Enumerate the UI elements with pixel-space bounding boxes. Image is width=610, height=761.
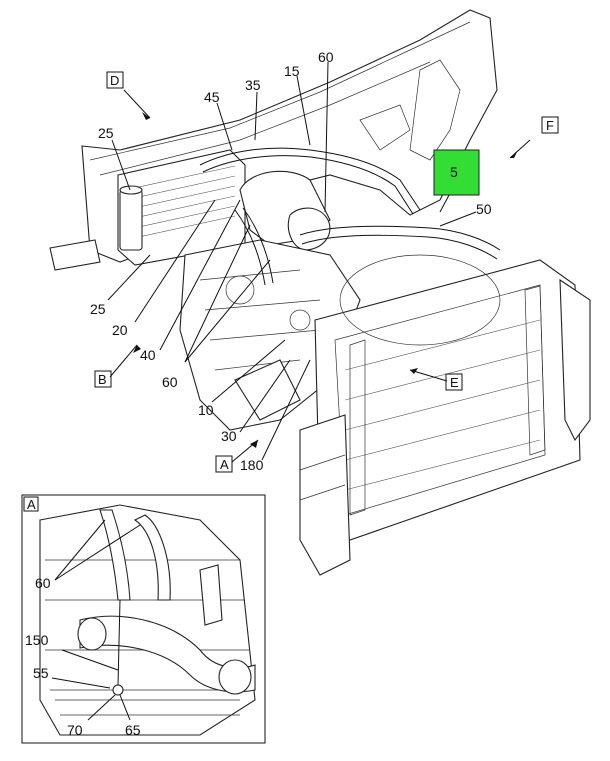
view-marker-f[interactable]: F bbox=[546, 118, 554, 133]
callout-40[interactable]: 40 bbox=[140, 347, 156, 363]
inset-title: A bbox=[27, 497, 36, 512]
callout-25-top[interactable]: 25 bbox=[98, 125, 114, 141]
callout-20[interactable]: 20 bbox=[112, 322, 128, 338]
callout-5[interactable]: 5 bbox=[450, 164, 458, 180]
inset-callout-150[interactable]: 150 bbox=[25, 632, 49, 648]
inset-callout-65[interactable]: 65 bbox=[125, 722, 141, 738]
view-marker-b[interactable]: B bbox=[98, 372, 107, 387]
callout-180[interactable]: 180 bbox=[240, 457, 264, 473]
view-markers: D F B E A bbox=[94, 71, 559, 473]
main-illustration bbox=[49, 9, 591, 576]
view-marker-a[interactable]: A bbox=[220, 457, 229, 472]
callouts: 5 50 60 15 35 45 25 25 20 40 60 10 30 18… bbox=[90, 49, 492, 473]
view-marker-d[interactable]: D bbox=[110, 73, 119, 88]
inset-callout-70[interactable]: 70 bbox=[67, 722, 83, 738]
view-marker-e[interactable]: E bbox=[450, 375, 459, 390]
inset-callout-60[interactable]: 60 bbox=[35, 575, 51, 591]
highlight-callout-box[interactable] bbox=[433, 149, 480, 196]
callout-30[interactable]: 30 bbox=[221, 428, 237, 444]
inset-callout-55[interactable]: 55 bbox=[33, 665, 49, 681]
callout-60-middle[interactable]: 60 bbox=[162, 374, 178, 390]
callout-25-bottom[interactable]: 25 bbox=[90, 301, 106, 317]
leader-lines bbox=[107, 61, 531, 463]
callout-10[interactable]: 10 bbox=[198, 402, 214, 418]
callout-45[interactable]: 45 bbox=[204, 89, 220, 105]
detail-inset-a: A 60 150 55 70 65 bbox=[21, 494, 266, 744]
callout-15[interactable]: 15 bbox=[284, 63, 300, 79]
callout-60-top[interactable]: 60 bbox=[318, 49, 334, 65]
callout-35[interactable]: 35 bbox=[245, 77, 261, 93]
callout-50[interactable]: 50 bbox=[476, 201, 492, 217]
